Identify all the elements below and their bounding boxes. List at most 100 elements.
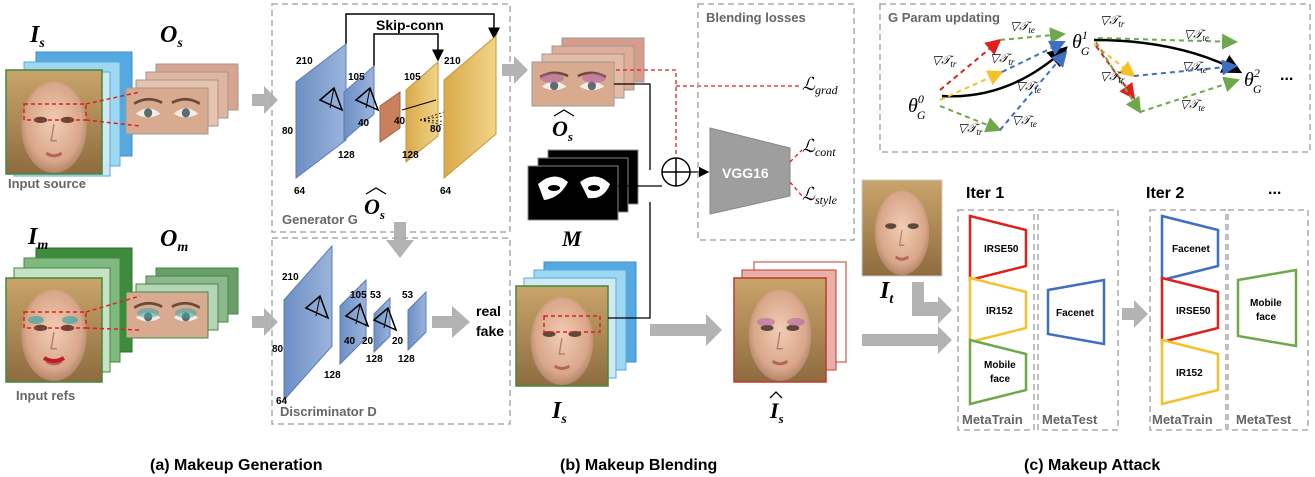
- disc-dim-6: 128: [324, 370, 341, 381]
- skip-connection-inner: [373, 33, 444, 66]
- symbol-m: M: [561, 226, 583, 251]
- grad-label-6: ▽𝒯te: [1012, 113, 1037, 129]
- iter1-metatrain-label: MetaTrain: [962, 412, 1023, 427]
- disc-dim-4: 105: [350, 290, 367, 301]
- symbol-i-s: Is: [29, 22, 45, 51]
- iter2-metatest-box: [1227, 209, 1309, 431]
- skip-conn-label: Skip-conn: [376, 17, 444, 33]
- g-param-box: [879, 3, 1311, 153]
- vgg16-label: VGG16: [722, 165, 769, 181]
- symbol-o-m: Om: [160, 226, 188, 255]
- iter1-metatrain-box: [957, 209, 1035, 431]
- iter2-model-irse50: [1160, 276, 1220, 344]
- symbol-i-s-b: Is: [551, 398, 567, 427]
- iter2-metatest-label: MetaTest: [1236, 412, 1292, 427]
- grad-label-4: ▽𝒯te: [1016, 79, 1041, 95]
- discriminator-label: Discriminator D: [280, 404, 377, 419]
- caption-c: (c) Makeup Attack: [1024, 457, 1160, 474]
- generator-label: Generator G: [282, 212, 358, 227]
- arrow-gen-to-oshat: [502, 56, 528, 84]
- symbol-i-s-hat: Is: [769, 398, 784, 426]
- gen-dim-6: 128: [338, 150, 355, 161]
- gen-dim-7: 40: [394, 116, 406, 127]
- gen-dim-5: 40: [358, 118, 370, 129]
- iter2-model-ir152: [1160, 338, 1220, 406]
- panel-makeup-generation: Is Input source Os Im Input refs: [5, 3, 511, 474]
- input-refs-stack: [5, 247, 133, 383]
- vgg16-block: [709, 127, 791, 215]
- gen-dim-10: 128: [402, 150, 419, 161]
- loss-cont: ℒcont: [802, 136, 836, 159]
- gen-dim-9: 80: [430, 124, 442, 135]
- gen-layer-5: [443, 34, 497, 180]
- grad-label-1: ▽𝒯tr: [932, 53, 957, 69]
- disc-dim-9: 128: [366, 354, 383, 365]
- g-param-label: G Param updating: [888, 10, 1000, 25]
- real-label: real: [476, 303, 501, 319]
- iter2-test-mobileface: [1236, 268, 1298, 348]
- iter2-label: Iter 2: [1146, 185, 1184, 202]
- grad-label-10: ▽𝒯te: [1182, 59, 1207, 75]
- arrow-target-down: [912, 282, 952, 324]
- grad-label-8: ▽𝒯te: [1184, 27, 1209, 43]
- gen-dim-2: 80: [282, 126, 294, 137]
- generated-eyes-stack: [531, 37, 645, 107]
- disc-dim-8: 20: [362, 336, 374, 347]
- symbol-o-s-hat-mid: Os: [364, 194, 385, 222]
- eyes-refs-stack: [125, 267, 239, 339]
- grad-label-2: ▽𝒯te: [1010, 19, 1035, 35]
- input-source-label: Input source: [8, 176, 86, 191]
- iter1-model-ir152: [968, 276, 1028, 344]
- input-refs-label: Input refs: [16, 388, 75, 403]
- blending-losses-label: Blending losses: [706, 10, 806, 25]
- iter2-face-label: face: [1256, 312, 1276, 323]
- disc-dim-11: 53: [402, 290, 414, 301]
- grad-label-3: ▽𝒯tr: [990, 51, 1015, 67]
- blending-losses-box: [697, 3, 855, 241]
- eyes-source-stack: [125, 63, 239, 135]
- source-face-stack: [515, 261, 637, 387]
- iter2-ir152-label: IR152: [1176, 368, 1203, 379]
- iter1-facenet-label: Facenet: [1056, 308, 1094, 319]
- caption-a: (a) Makeup Generation: [150, 457, 322, 474]
- disc-dim-5: 40: [344, 336, 356, 347]
- disc-layer-4: [407, 290, 427, 352]
- arrow-iter1-to-iter2: [1122, 300, 1148, 328]
- arrow-down-to-discriminator: [386, 222, 414, 258]
- iter1-label: Iter 1: [966, 185, 1004, 202]
- symbol-o-s: Os: [160, 22, 183, 51]
- result-face-stack: [733, 261, 847, 383]
- symbol-i-t: It: [879, 278, 894, 307]
- gen-dim-12: 64: [440, 186, 452, 197]
- grad-label-9: ▽𝒯tr: [1100, 69, 1125, 85]
- disc-dim-2: 80: [272, 344, 284, 355]
- gen-dim-3: 64: [294, 186, 306, 197]
- symbol-i-m: Im: [27, 224, 48, 253]
- grad-label-5: ▽𝒯tr: [958, 121, 983, 137]
- iter2-metatrain-box: [1149, 209, 1227, 431]
- gen-dim-11: 210: [444, 56, 461, 67]
- target-face: [861, 179, 943, 277]
- gen-layer-2: [343, 64, 375, 142]
- disc-layer-3: [373, 296, 391, 354]
- iter1-mobile-label: Mobile: [984, 360, 1016, 371]
- loss-grad: ℒgrad: [802, 74, 839, 97]
- arrow-to-generator: [252, 86, 278, 114]
- iter1-test-facenet: [1046, 278, 1106, 346]
- input-source-stack: [5, 51, 133, 177]
- gen-dim-4: 105: [348, 72, 365, 83]
- disc-layer-1: [283, 244, 333, 402]
- gen-layer-1: [295, 42, 347, 180]
- gen-dim-8: 105: [404, 72, 421, 83]
- gen-layer-3: [379, 91, 401, 143]
- skip-connection-outer: [345, 13, 500, 44]
- iter1-irse50-label: IRSE50: [984, 244, 1019, 255]
- discriminator-box: [271, 237, 511, 425]
- arrow-to-real-fake: [432, 306, 470, 338]
- iter2-metatrain-label: MetaTrain: [1152, 412, 1213, 427]
- gen-dim-1: 210: [296, 56, 313, 67]
- grad-label-11: ▽𝒯te: [1180, 97, 1205, 113]
